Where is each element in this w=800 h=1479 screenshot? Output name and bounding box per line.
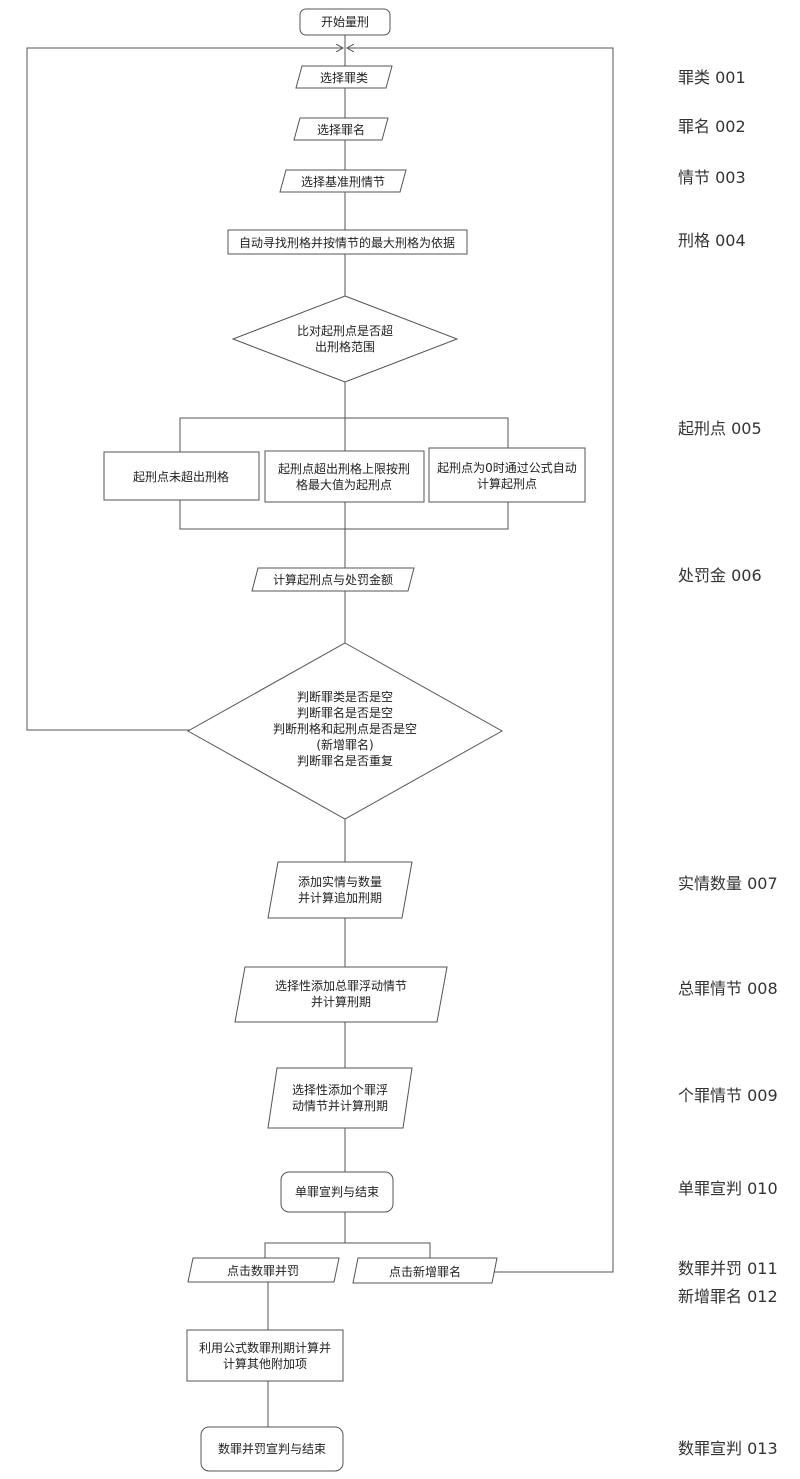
calc-fine-node: 计算起刑点与处罚金额 [251, 567, 415, 592]
judge-label-line1: 判断罪类是否是空 [297, 689, 393, 704]
branch-formula-node: 起刑点为0时通过公式自动 计算起刑点 [428, 447, 586, 503]
add-total-label-line1: 选择性添加总罪浮动情节 [275, 979, 407, 993]
compare-label-line1: 比对起刑点是否超 [297, 323, 393, 338]
judge-label-line2: 判断罪名是否是空 [297, 705, 393, 720]
single-verdict-node: 单罪宣判与结束 [280, 1171, 394, 1213]
side-label-012: 新增罪名 012 [678, 1287, 778, 1306]
branch-formula-label-line2: 计算起刑点 [477, 476, 537, 491]
branch-not-exceed-label: 起刑点未超出刑格 [133, 469, 229, 484]
side-labels: 罪类 001 罪名 002 情节 003 刑格 004 起刑点 005 处罚金 … [678, 68, 778, 1458]
judge-decision: 判断罪类是否是空 判断罪名是否是空 判断刑格和起刑点是否是空 (新增罪名) 判断… [186, 642, 504, 820]
side-label-009: 个罪情节 009 [678, 1086, 778, 1105]
compare-decision: 比对起刑点是否超 出刑格范围 [231, 295, 459, 383]
side-label-007: 实情数量 007 [678, 874, 778, 893]
add-facts-label-line2: 并计算追加刑期 [298, 890, 382, 905]
click-combined-label: 点击数罪并罚 [227, 1263, 299, 1278]
judge-label-line3: 判断刑格和起刑点是否是空 [273, 721, 417, 736]
select-name-node: 选择罪名 [293, 117, 389, 141]
start-label: 开始量刑 [321, 15, 369, 29]
branch-exceed-label-line2: 格最大值为起刑点 [296, 477, 392, 492]
add-total-node: 选择性添加总罪浮动情节 并计算刑期 [234, 966, 448, 1023]
side-label-006: 处罚金 006 [678, 566, 762, 585]
side-label-008: 总罪情节 008 [678, 979, 778, 998]
select-circumstance-node: 选择基准刑情节 [279, 169, 407, 193]
side-label-003: 情节 003 [678, 168, 746, 187]
side-label-013: 数罪宣判 013 [678, 1439, 778, 1458]
branch-exceed-node: 起刑点超出刑格上限按刑 格最大值为起刑点 [264, 450, 425, 503]
branch-exceed-label-line1: 起刑点超出刑格上限按刑 [278, 461, 410, 476]
judge-label-line4: (新增罪名) [316, 737, 373, 752]
side-label-011: 数罪并罚 011 [678, 1259, 778, 1278]
select-circumstance-label: 选择基准刑情节 [301, 175, 385, 189]
add-individual-label-line2: 动情节并计算刑期 [292, 1098, 388, 1113]
formula-calc-label-line1: 利用公式数罪刑期计算并 [199, 1340, 331, 1355]
add-individual-label-line1: 选择性添加个罪浮 [292, 1083, 388, 1097]
auto-find-node: 自动寻找刑格并按情节的最大刑格为依据 [227, 229, 468, 255]
branch-formula-label-line1: 起刑点为0时通过公式自动 [437, 461, 577, 475]
formula-calc-node: 利用公式数罪刑期计算并 计算其他附加项 [186, 1329, 344, 1382]
single-verdict-label: 单罪宣判与结束 [295, 1184, 379, 1199]
select-name-label: 选择罪名 [317, 122, 365, 137]
side-label-005: 起刑点 005 [678, 419, 762, 438]
click-new-node: 点击新增罪名 [352, 1257, 498, 1284]
auto-find-label: 自动寻找刑格并按情节的最大刑格为依据 [239, 235, 455, 250]
add-facts-node: 添加实情与数量 并计算追加刑期 [267, 861, 413, 919]
branch-not-exceed-node: 起刑点未超出刑格 [103, 451, 260, 501]
side-label-002: 罪名 002 [678, 117, 746, 136]
combined-verdict-label: 数罪并罚宣判与结束 [218, 1441, 326, 1456]
click-combined-node: 点击数罪并罚 [187, 1257, 340, 1283]
combined-verdict-node: 数罪并罚宣判与结束 [200, 1426, 344, 1472]
side-label-001: 罪类 001 [678, 68, 746, 87]
connectors [26, 35, 614, 1427]
add-individual-node: 选择性添加个罪浮 动情节并计算刑期 [267, 1067, 413, 1129]
select-category-label: 选择罪类 [320, 71, 368, 85]
calc-fine-label: 计算起刑点与处罚金额 [273, 572, 393, 587]
side-label-010: 单罪宣判 010 [678, 1179, 778, 1198]
select-category-node: 选择罪类 [295, 65, 393, 89]
start-node: 开始量刑 [299, 8, 391, 36]
compare-label-line2: 出刑格范围 [315, 339, 375, 354]
add-facts-label-line1: 添加实情与数量 [298, 874, 382, 889]
judge-label-line5: 判断罪名是否重复 [297, 753, 393, 768]
formula-calc-label-line2: 计算其他附加项 [223, 1356, 307, 1371]
side-label-004: 刑格 004 [678, 231, 746, 250]
click-new-label: 点击新增罪名 [389, 1264, 461, 1279]
add-total-label-line2: 并计算刑期 [311, 994, 371, 1009]
